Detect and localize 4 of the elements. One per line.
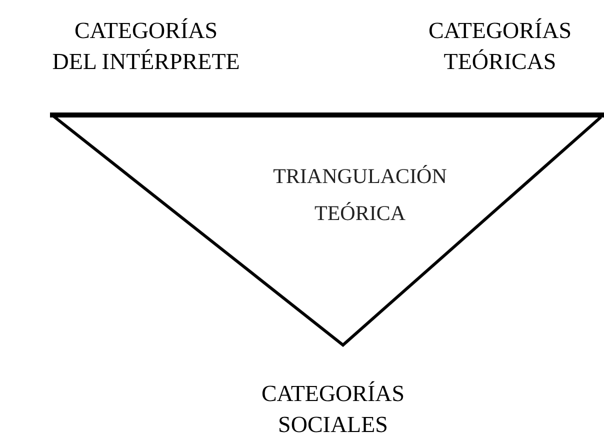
corner-label: CATEGORÍAS TEÓRICAS (427, 17, 573, 76)
corner-label: CATEGORÍAS SOCIALES (260, 380, 406, 437)
corner-label: CATEGORÍAS DEL INTÉRPRETE (51, 17, 241, 76)
triangle-title: TRIANGULACIÓN TEÓRICA (272, 163, 448, 227)
